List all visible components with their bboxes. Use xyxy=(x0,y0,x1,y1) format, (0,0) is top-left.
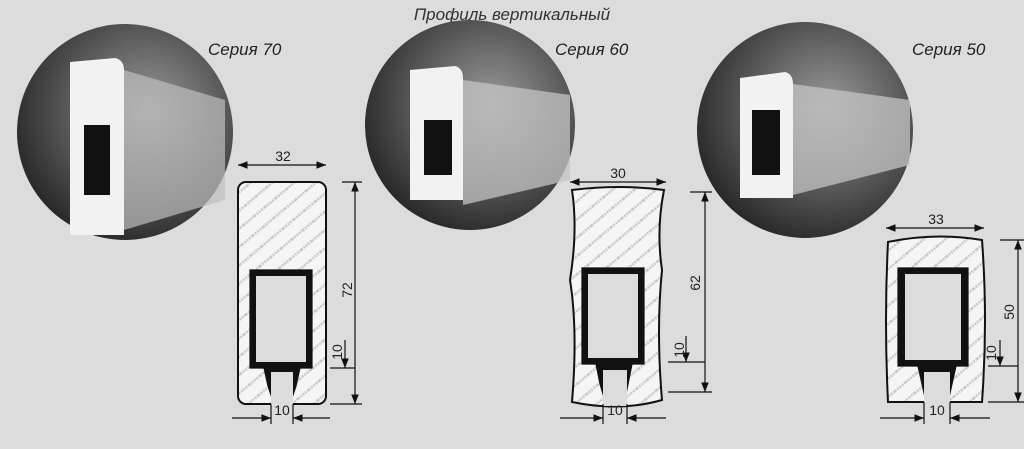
series-60-lip: 10 xyxy=(671,342,687,358)
series-70-label: Серия 70 xyxy=(208,40,282,59)
series-70-drawing xyxy=(232,161,362,424)
series-50-slot: 10 xyxy=(929,402,945,418)
series-70-width: 32 xyxy=(275,148,291,164)
series-70-photo xyxy=(17,24,233,240)
series-50-height: 50 xyxy=(1001,304,1017,320)
series-60-slot: 10 xyxy=(607,402,623,418)
series-70-slot: 10 xyxy=(274,402,290,418)
series-60-height: 62 xyxy=(687,275,703,291)
series-60-photo xyxy=(365,20,575,230)
series-60-drawing xyxy=(560,178,712,424)
series-50-drawing xyxy=(880,224,1024,424)
series-50-width: 33 xyxy=(928,211,944,227)
series-50-photo xyxy=(697,22,913,238)
series-70-height: 72 xyxy=(339,282,355,298)
diagram-title: Профиль вертикальный xyxy=(414,5,611,24)
series-60-width: 30 xyxy=(610,165,626,181)
series-60-label: Серия 60 xyxy=(555,40,629,59)
series-50-lip: 10 xyxy=(983,345,999,361)
series-50-label: Серия 50 xyxy=(912,40,986,59)
series-70-lip: 10 xyxy=(329,344,345,360)
